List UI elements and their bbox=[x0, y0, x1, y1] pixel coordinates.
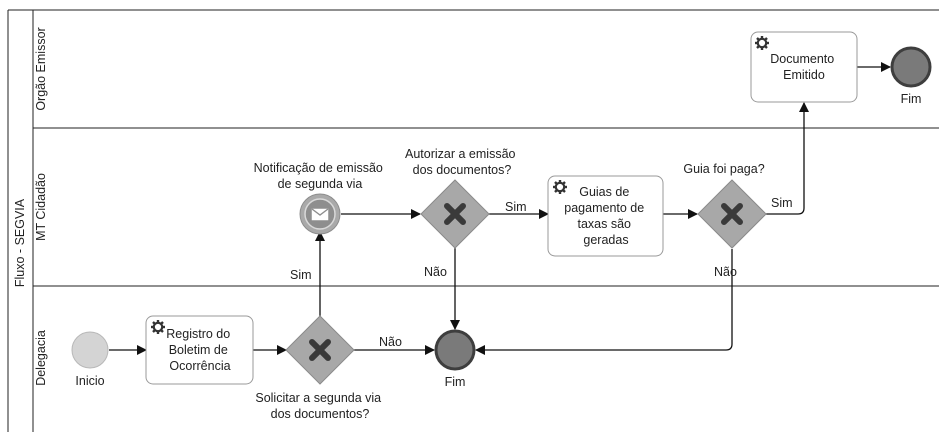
gateway-autorizar-line-2: dos documentos? bbox=[413, 163, 512, 177]
svg-text:Solicitar a segunda via: Solicitar a segunda via dos documentos? bbox=[255, 391, 384, 421]
svg-text:Notificação de emissão d: Notificação de emissão de segunda via bbox=[254, 161, 387, 191]
flow-label-solicitar-sim: Sim bbox=[290, 268, 312, 282]
flow-label-solicitar-nao: Não bbox=[379, 335, 402, 349]
flow-guia-nao bbox=[475, 249, 733, 355]
svg-text:Guias de pagamento de: Guias de pagamento de taxas são geradas bbox=[564, 185, 647, 247]
x-cross-icon bbox=[721, 203, 743, 225]
envelope-icon bbox=[311, 208, 329, 221]
task-guias-line-4: geradas bbox=[583, 233, 628, 247]
task-registro-line-3: Ocorrência bbox=[169, 359, 230, 373]
intermediate-event-notificacao[interactable]: Notificação de emissão de segunda via bbox=[254, 161, 387, 235]
gateway-guia-paga-label: Guia foi paga? bbox=[683, 162, 764, 176]
task-guias-pagamento[interactable]: Guias de pagamento de taxas são geradas bbox=[547, 175, 664, 257]
task-guias-line-3: taxas são bbox=[578, 217, 632, 231]
end-event-emissor-label: Fim bbox=[901, 92, 922, 106]
task-documento-emitido[interactable]: Documento Emitido bbox=[750, 31, 858, 103]
flow-guia-sim bbox=[766, 102, 809, 215]
svg-text:Autorizar a emissão dos: Autorizar a emissão dos documentos? bbox=[405, 147, 519, 177]
gateway-autorizar-line-1: Autorizar a emissão bbox=[405, 147, 516, 161]
task-registro-line-1: Registro do bbox=[166, 327, 230, 341]
start-event-label: Inicio bbox=[75, 374, 104, 388]
flow-labels: Sim Não Sim Não Sim Não bbox=[290, 196, 793, 349]
end-event-delegacia-label: Fim bbox=[445, 375, 466, 389]
gateway-autorizar-emissao[interactable]: Autorizar a emissão dos documentos? bbox=[405, 147, 519, 249]
sequence-flows bbox=[109, 62, 891, 355]
x-cross-icon bbox=[309, 339, 331, 361]
gateway-solicitar-segunda-via[interactable]: Solicitar a segunda via dos documentos? bbox=[255, 315, 384, 421]
gateway-solicitar-line-1: Solicitar a segunda via bbox=[255, 391, 381, 405]
end-event-emissor[interactable]: Fim bbox=[890, 46, 932, 106]
gateway-guia-paga[interactable]: Guia foi paga? bbox=[683, 162, 767, 249]
flow-label-autorizar-sim: Sim bbox=[505, 200, 527, 214]
flow-label-guia-sim: Sim bbox=[771, 196, 793, 210]
start-event[interactable]: Inicio bbox=[71, 331, 109, 388]
task-guias-line-1: Guias de bbox=[579, 185, 629, 199]
notificacao-line-1: Notificação de emissão bbox=[254, 161, 383, 175]
pool-title: Fluxo - SEGVIA bbox=[13, 198, 27, 287]
gateway-solicitar-line-2: dos documentos? bbox=[271, 407, 370, 421]
lane-label-delegacia: Delegacia bbox=[34, 330, 48, 386]
pool: Fluxo - SEGVIA Orgão Emissor MT Cidadão … bbox=[7, 9, 939, 432]
task-registro-boletim[interactable]: Registro do Boletim de Ocorrência bbox=[145, 315, 254, 385]
flow-label-guia-nao: Não bbox=[714, 265, 737, 279]
lane-label-mt-cidadao: MT Cidadão bbox=[34, 173, 48, 241]
end-event-delegacia[interactable]: Fim bbox=[434, 329, 476, 389]
task-documento-line-1: Documento bbox=[770, 52, 834, 66]
flow-label-autorizar-nao: Não bbox=[424, 265, 447, 279]
task-guias-line-2: pagamento de bbox=[564, 201, 644, 215]
x-cross-icon bbox=[444, 203, 466, 225]
lane-label-orgao-emissor: Orgão Emissor bbox=[34, 27, 48, 110]
svg-text:Documento Emitido: Documento Emitido bbox=[770, 52, 837, 82]
notificacao-line-2: de segunda via bbox=[278, 177, 363, 191]
task-registro-line-2: Boletim de bbox=[169, 343, 228, 357]
svg-text:Registro do Boletim de: Registro do Boletim de Ocorrência bbox=[166, 327, 233, 373]
task-documento-line-2: Emitido bbox=[783, 68, 825, 82]
